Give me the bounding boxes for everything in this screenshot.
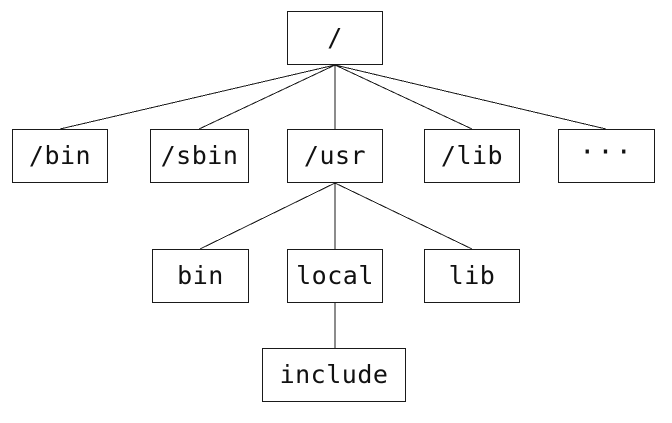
node-label-sbin: /sbin (160, 140, 239, 170)
node-include[interactable]: include (262, 348, 406, 402)
node-label-lib: /lib (440, 140, 504, 170)
edge-root-to-lib (334, 64, 473, 130)
node-label-usrlib: lib (448, 260, 496, 290)
node-bin[interactable]: /bin (12, 129, 108, 183)
node-lib[interactable]: /lib (424, 129, 520, 183)
node-label-usrlocal: local (296, 260, 374, 290)
edge-root-to-more (334, 64, 607, 130)
node-label-more: ··· (579, 136, 634, 168)
node-usr[interactable]: /usr (287, 129, 383, 183)
node-sbin[interactable]: /sbin (150, 129, 249, 183)
node-more[interactable]: ··· (558, 129, 655, 183)
node-label-usrbin: bin (177, 260, 224, 290)
edge-usr-to-usrlib (334, 182, 473, 250)
node-label-root: / (327, 22, 343, 52)
edge-root-to-sbin (198, 64, 336, 130)
node-usrlib[interactable]: lib (424, 249, 520, 303)
node-label-bin: /bin (28, 140, 92, 170)
edge-usr-to-usrbin (199, 182, 336, 250)
node-usrbin[interactable]: bin (152, 249, 249, 303)
node-root[interactable]: / (287, 11, 383, 65)
node-usrlocal[interactable]: local (287, 249, 383, 303)
node-label-include: include (279, 359, 389, 389)
node-label-usr: /usr (303, 140, 367, 170)
edge-root-to-bin (59, 64, 336, 130)
